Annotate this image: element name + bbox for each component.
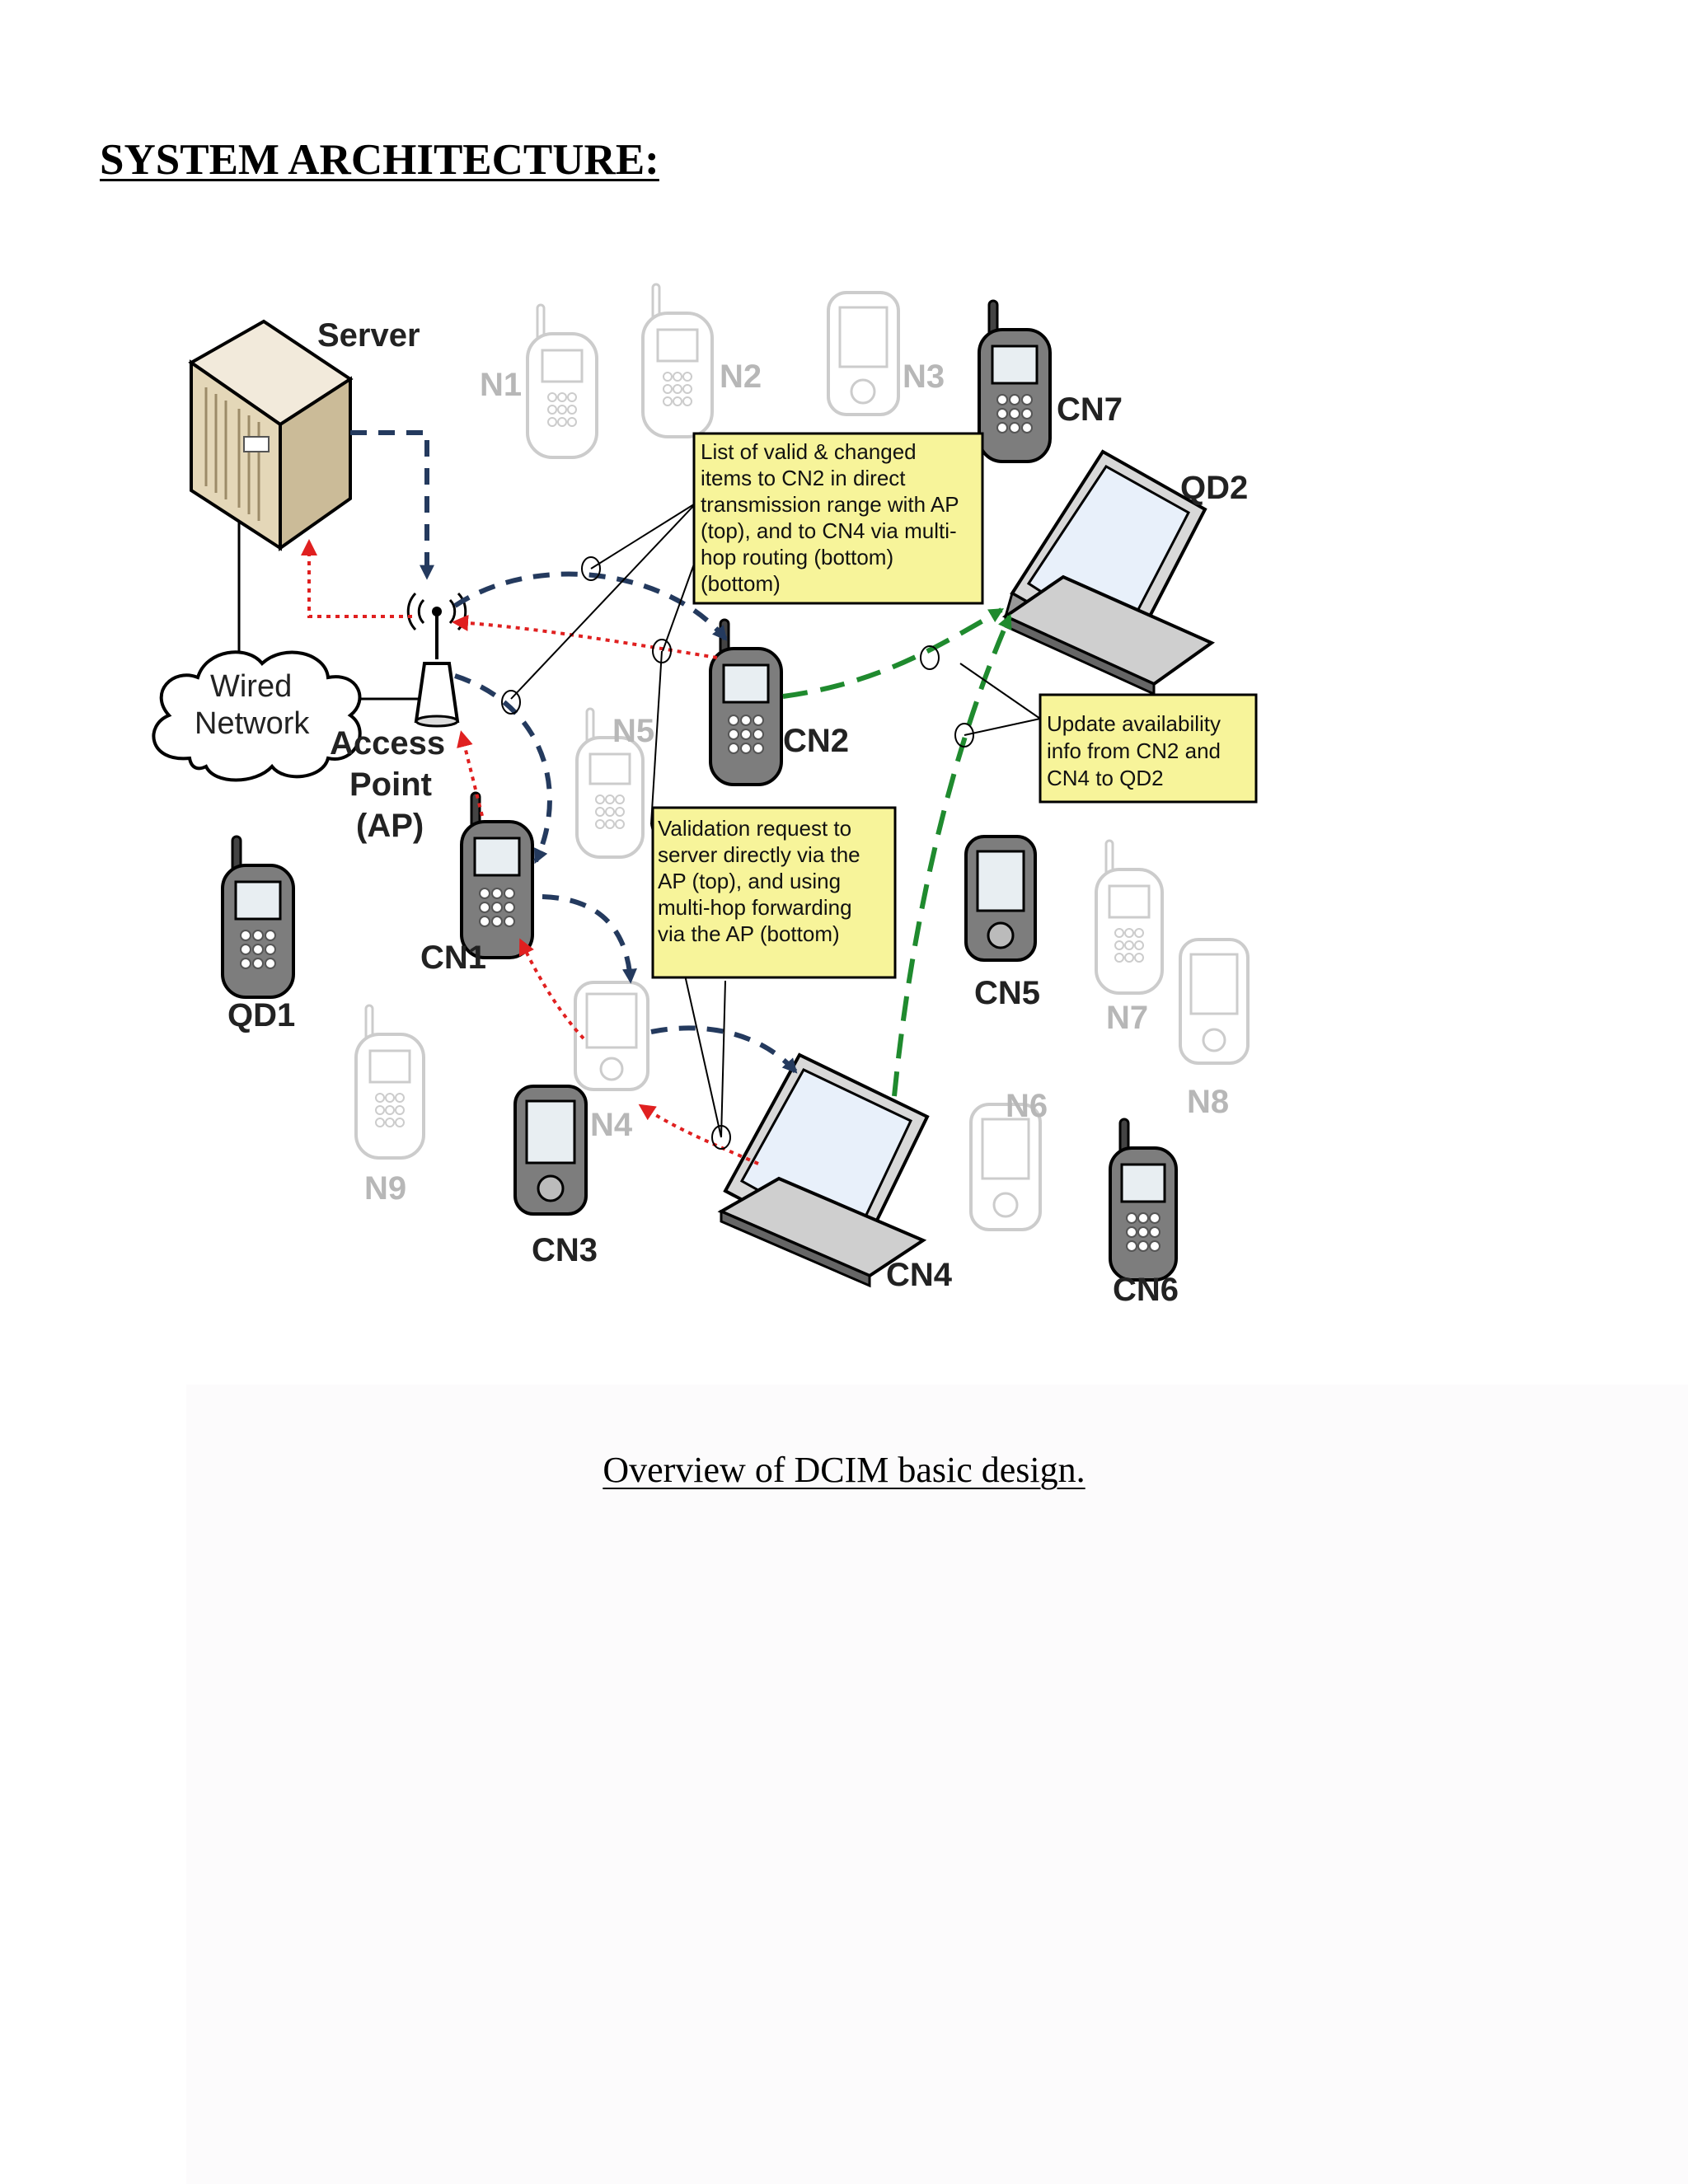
label-n3: N3: [903, 359, 945, 395]
phone-icon-cn2: [709, 618, 783, 786]
label-n6: N6: [1006, 1088, 1048, 1124]
note-list-line: items to CN2 in direct: [701, 466, 906, 490]
pda-icon-cn5: [964, 835, 1037, 962]
update-arrows: [782, 607, 1012, 1097]
label-cn3: CN3: [532, 1232, 598, 1268]
label-n8: N8: [1187, 1084, 1229, 1120]
access-point-icon: [406, 592, 467, 728]
note-list-line: (top), and to CN4 via multi-: [701, 518, 957, 543]
note-list-of-valid: List of valid & changed items to CN2 in …: [692, 432, 984, 605]
note-validation-request: Validation request to server directly vi…: [651, 806, 897, 979]
note-update-line: Update availability: [1047, 711, 1221, 736]
page-shade: [186, 1385, 1688, 2184]
figure-caption: Overview of DCIM basic design.: [603, 1450, 1085, 1490]
node-labels: Server Wired Network Access Point (AP) C…: [195, 317, 1248, 1308]
wired-network-cloud: [152, 650, 362, 782]
label-cn2: CN2: [783, 723, 849, 759]
laptop-icon-cn4: [717, 1052, 930, 1288]
label-cn7: CN7: [1057, 391, 1123, 428]
laptop-icon-qd2: [1001, 449, 1216, 696]
note-list-line: transmission range with AP: [701, 492, 959, 517]
note-validation-line: Validation request to: [658, 816, 851, 841]
architecture-diagram: List of valid & changed items to CN2 in …: [152, 283, 1258, 1308]
pda-icon-cn3: [513, 1085, 588, 1216]
phone-icon-qd1: [221, 835, 295, 999]
label-qd1: QD1: [227, 997, 295, 1033]
note-list-line: (bottom): [701, 571, 781, 596]
note-validation-line: multi-hop forwarding: [658, 895, 852, 920]
label-n7: N7: [1106, 1000, 1148, 1036]
label-n5: N5: [612, 713, 654, 749]
label-n2: N2: [720, 359, 762, 395]
phone-icon-cn1: [460, 791, 534, 959]
label-qd2: QD2: [1180, 470, 1248, 506]
label-access-point-1: Access: [330, 725, 445, 762]
uplink-arrows: [301, 539, 759, 1165]
note-validation-line: AP (top), and using: [658, 869, 841, 893]
server-icon: [188, 319, 354, 551]
phone-icon-cn7: [978, 299, 1052, 463]
label-n1: N1: [480, 367, 522, 403]
faint-pda-n3: [827, 291, 900, 416]
label-cn5: CN5: [974, 975, 1040, 1011]
label-cn4: CN4: [886, 1257, 953, 1293]
faint-pda-n4: [574, 981, 649, 1091]
faint-phone-n5: [575, 707, 645, 859]
faint-phone-n1: [526, 303, 598, 459]
label-cn1: CN1: [420, 940, 486, 976]
note-update-availability: Update availability info from CN2 and CN…: [1039, 693, 1258, 804]
note-list-line: hop routing (bottom): [701, 545, 893, 569]
label-access-point-3: (AP): [356, 808, 424, 844]
note-list-line: List of valid & changed: [701, 439, 917, 464]
note-validation-line: via the AP (bottom): [658, 921, 840, 946]
label-wired-network-1: Wired: [210, 669, 292, 704]
note-validation-line: server directly via the: [658, 842, 860, 867]
label-n4: N4: [590, 1107, 633, 1143]
label-wired-network-2: Network: [195, 706, 310, 741]
label-server: Server: [317, 317, 420, 354]
label-cn6: CN6: [1113, 1272, 1179, 1308]
page-heading: SYSTEM ARCHITECTURE:: [100, 136, 659, 184]
label-n9: N9: [364, 1170, 406, 1207]
phone-icon-cn6: [1109, 1118, 1178, 1282]
faint-phone-n7: [1095, 839, 1164, 995]
note-update-line: CN4 to QD2: [1047, 766, 1164, 790]
faint-pda-n6: [969, 1103, 1042, 1231]
faint-pda-n8: [1179, 938, 1250, 1065]
note-update-line: info from CN2 and: [1047, 738, 1221, 763]
label-access-point-2: Point: [349, 766, 432, 803]
faint-phone-n9: [354, 1004, 425, 1160]
faint-phone-n2: [641, 283, 714, 438]
